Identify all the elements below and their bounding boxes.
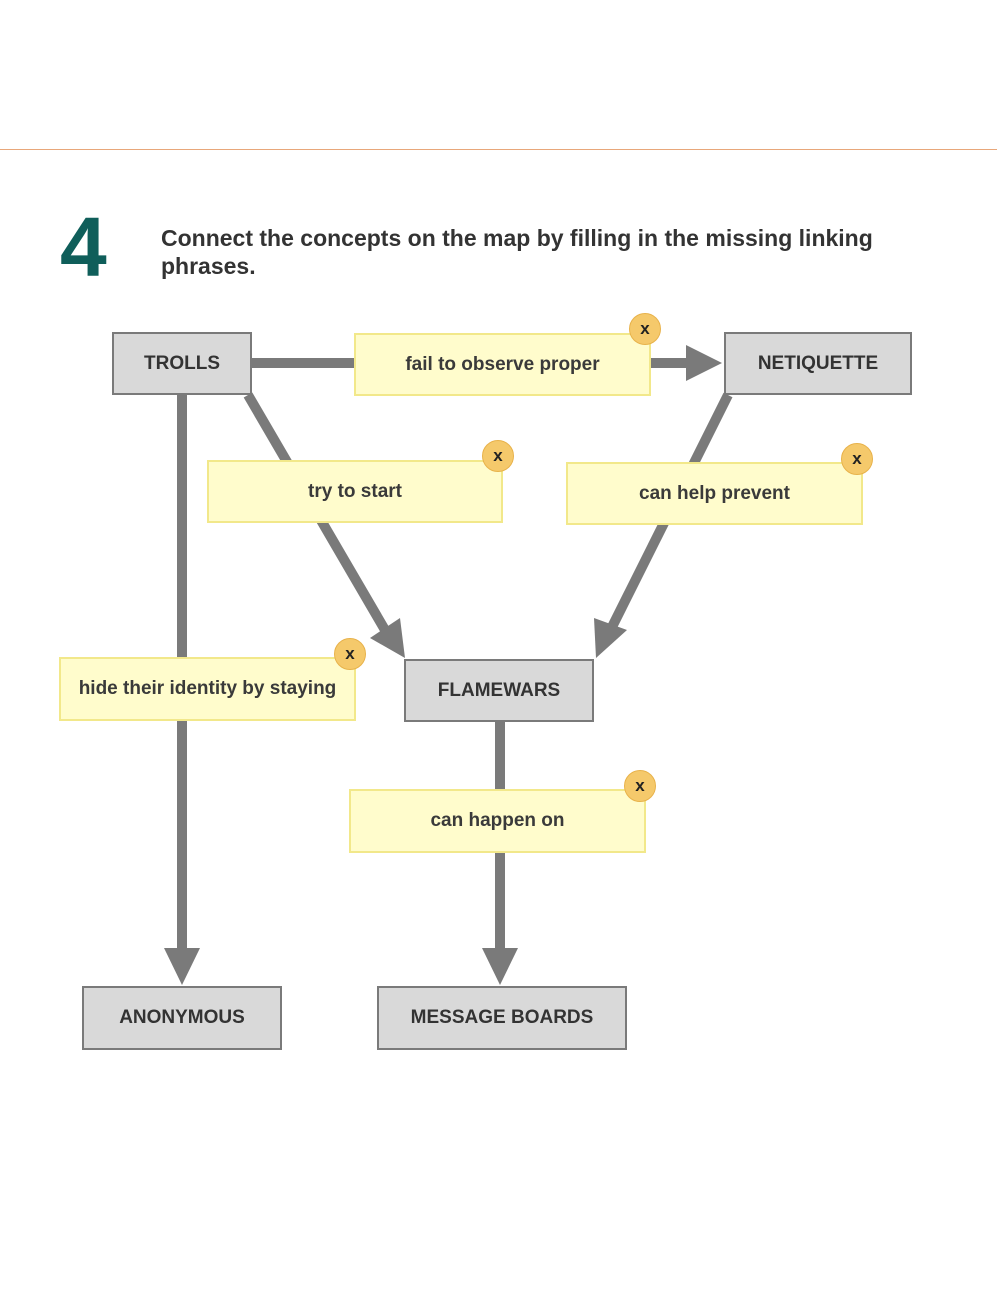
- concept-trolls: TROLLS: [112, 332, 252, 395]
- concept-label: FLAMEWARS: [437, 679, 561, 701]
- concept-anonymous: ANONYMOUS: [82, 986, 282, 1050]
- linking-phrase-try-to-start[interactable]: try to start: [207, 460, 503, 523]
- step-number: 4: [60, 200, 107, 294]
- linking-phrase-label: hide their identity by staying: [78, 678, 337, 699]
- linking-phrase-can-help-prevent[interactable]: can help prevent: [566, 462, 863, 525]
- concept-flamewars: FLAMEWARS: [404, 659, 594, 722]
- remove-fail-to-observe-button[interactable]: x: [629, 313, 661, 345]
- linking-phrase-hide-identity[interactable]: hide their identity by staying: [59, 657, 356, 721]
- concept-label: MESSAGE BOARDS: [410, 1007, 594, 1028]
- concept-netiquette: NETIQUETTE: [724, 332, 912, 395]
- close-icon: x: [635, 776, 645, 795]
- arrowhead-netiquette: [686, 345, 722, 381]
- concept-message-boards: MESSAGE BOARDS: [377, 986, 627, 1050]
- arrowhead-flamewars-left: [370, 618, 405, 658]
- linking-phrase-label: fail to observe proper: [405, 353, 600, 375]
- instruction-text: Connect the concepts on the map by filli…: [161, 225, 873, 279]
- concept-label: ANONYMOUS: [119, 1007, 245, 1028]
- remove-can-happen-on-button[interactable]: x: [624, 770, 656, 802]
- remove-can-help-prevent-button[interactable]: x: [841, 443, 873, 475]
- arrowhead-anonymous: [164, 948, 200, 985]
- linking-phrase-label: can help prevent: [639, 482, 790, 504]
- header-divider: [0, 149, 997, 150]
- remove-hide-identity-button[interactable]: x: [334, 638, 366, 670]
- close-icon: x: [640, 319, 650, 338]
- linking-phrase-label: try to start: [308, 480, 402, 502]
- close-icon: x: [345, 644, 355, 663]
- close-icon: x: [493, 446, 503, 465]
- close-icon: x: [852, 449, 862, 468]
- linking-phrase-fail-to-observe[interactable]: fail to observe proper: [354, 333, 651, 396]
- concept-label: TROLLS: [144, 352, 220, 374]
- arrowhead-flamewars-right: [594, 618, 627, 658]
- concept-label: NETIQUETTE: [757, 352, 879, 374]
- linking-phrase-label: can happen on: [430, 810, 565, 831]
- linking-phrase-can-happen-on[interactable]: can happen on: [349, 789, 646, 853]
- remove-try-to-start-button[interactable]: x: [482, 440, 514, 472]
- arrowhead-messageboards: [482, 948, 518, 985]
